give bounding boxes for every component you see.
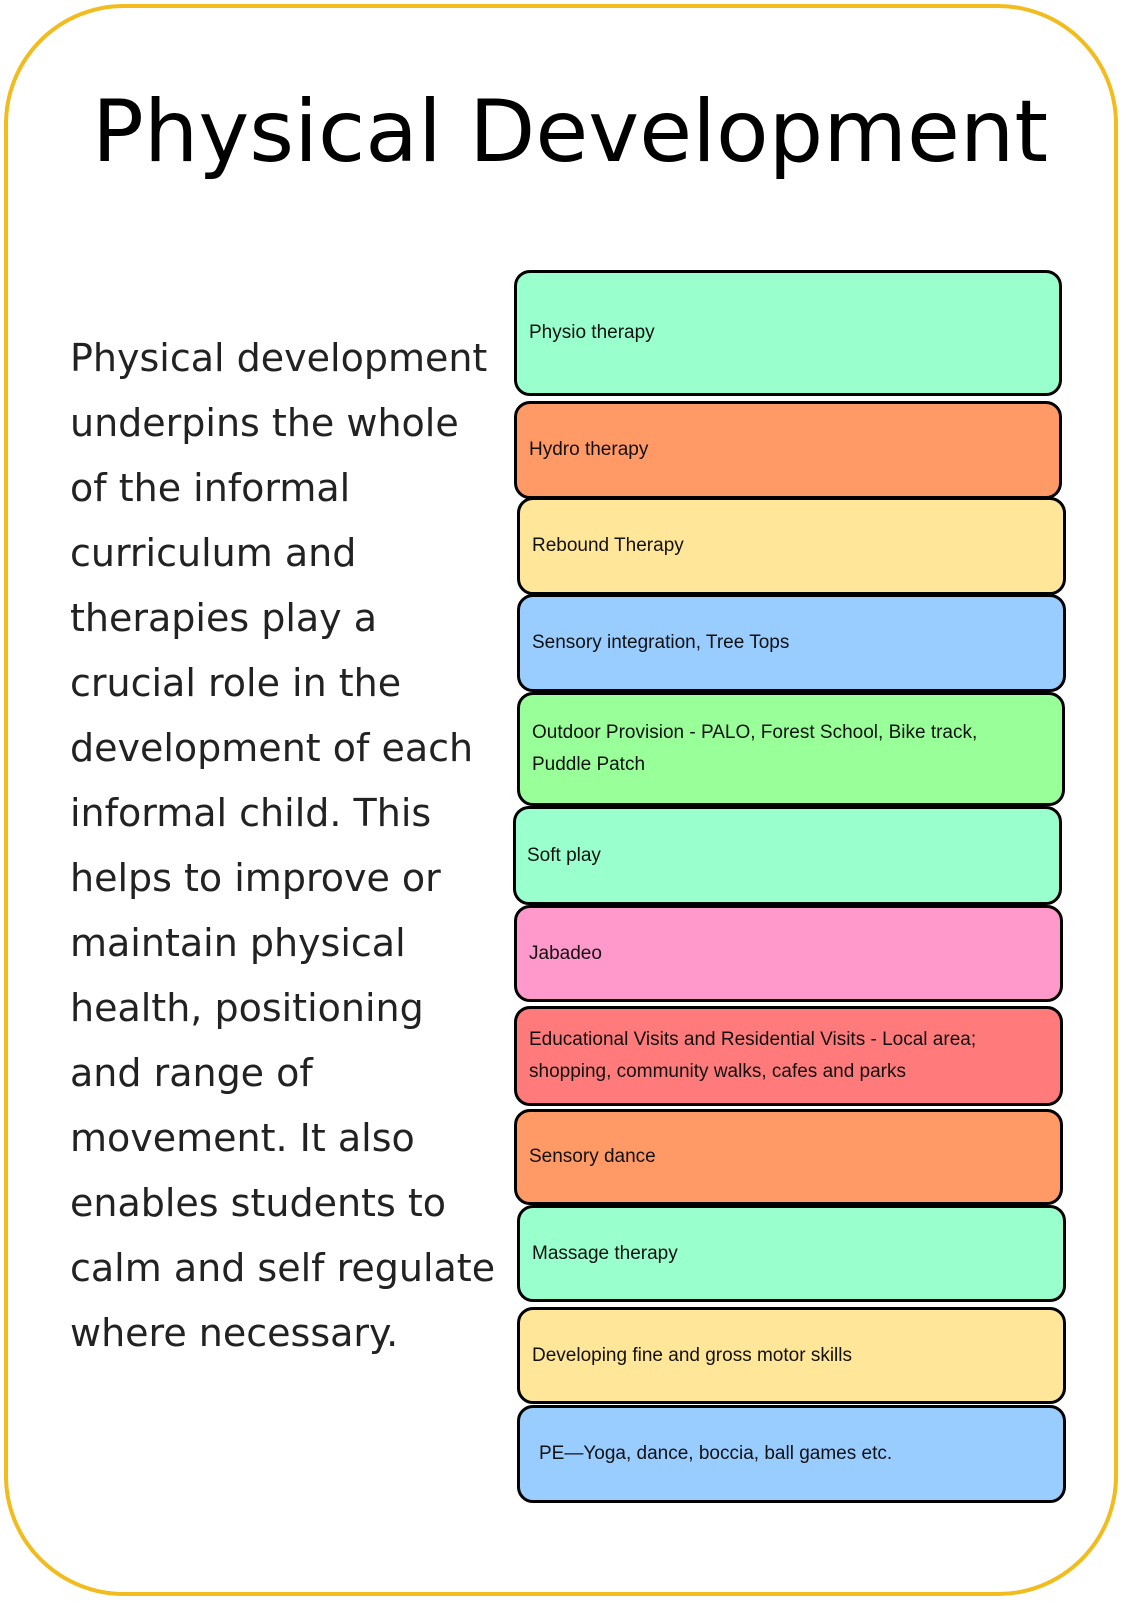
intro-line: therapies play a [70, 596, 378, 640]
activity-box-soft-play: Soft play [513, 806, 1062, 905]
activity-box-rebound: Rebound Therapy [517, 497, 1066, 595]
activity-label: Educational Visits and Residential Visit… [529, 1029, 977, 1082]
intro-line: and range of [70, 1051, 313, 1095]
intro-line: informal child. This [70, 791, 432, 835]
activity-label: Jabadeo [529, 942, 602, 964]
intro-line: where necessary. [70, 1311, 399, 1355]
activity-box-visits: Educational Visits and Residential Visit… [514, 1006, 1063, 1106]
activity-label: Sensory dance [529, 1146, 656, 1167]
intro-line: enables students to [70, 1181, 446, 1225]
intro-paragraph: Physical development underpins the whole… [70, 326, 496, 1366]
intro-line: of the informal [70, 466, 351, 510]
page-title: Physical Development [92, 82, 1049, 182]
activity-box-pe: PE—Yoga, dance, boccia, ball games etc. [517, 1405, 1066, 1503]
activity-label: Rebound Therapy [532, 535, 684, 556]
activity-label: Massage therapy [532, 1242, 678, 1264]
intro-line: crucial role in the [70, 661, 402, 705]
intro-line: maintain physical [70, 921, 406, 965]
activity-box-massage: Massage therapy [517, 1205, 1066, 1302]
intro-line: calm and self regulate [70, 1246, 496, 1290]
activity-label: Outdoor Provision - PALO, Forest School,… [532, 722, 978, 775]
activity-box-physio: Physio therapy [514, 270, 1062, 396]
intro-line: Physical development [70, 336, 488, 380]
activity-label: Physio therapy [529, 322, 655, 343]
activity-label: PE—Yoga, dance, boccia, ball games etc. [539, 1443, 893, 1464]
activity-box-hydro: Hydro therapy [514, 401, 1062, 499]
intro-line: movement. It also [70, 1116, 415, 1160]
activity-label: Developing fine and gross motor skills [532, 1344, 852, 1366]
activity-box-sensory-integration: Sensory integration, Tree Tops [517, 594, 1066, 692]
intro-line: underpins the whole [70, 401, 459, 445]
intro-line: health, positioning [70, 986, 424, 1030]
activity-label: Hydro therapy [529, 439, 649, 460]
intro-line: development of each [70, 726, 474, 770]
activity-label: Sensory integration, Tree Tops [532, 632, 790, 653]
activity-box-sensory-dance: Sensory dance [514, 1109, 1063, 1205]
intro-line: curriculum and [70, 531, 357, 575]
intro-line: helps to improve or [70, 856, 441, 900]
activity-box-motor-skills: Developing fine and gross motor skills [517, 1307, 1066, 1404]
activity-box-jabadeo: Jabadeo [514, 905, 1063, 1002]
activity-label: Soft play [527, 844, 601, 866]
activity-box-outdoor: Outdoor Provision - PALO, Forest School,… [517, 692, 1065, 806]
